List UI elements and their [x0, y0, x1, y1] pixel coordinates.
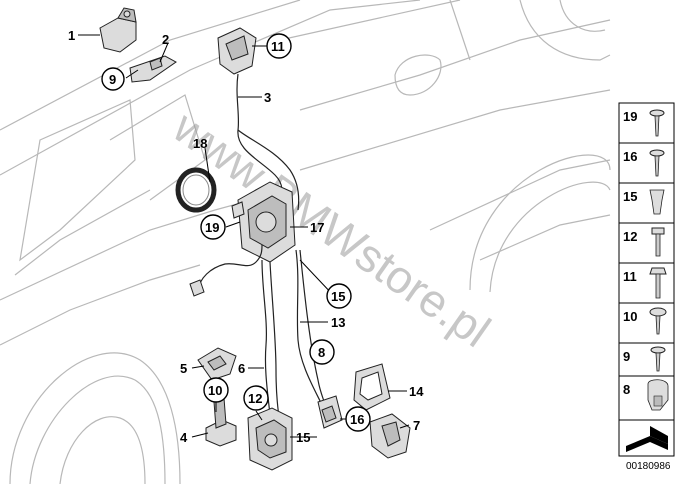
cable-8	[299, 249, 327, 409]
callout-4: 4	[180, 430, 188, 445]
callout-17: 17	[310, 220, 324, 235]
part-17-door-lock	[231, 181, 296, 263]
part-7-cover	[369, 413, 411, 459]
cable-13	[295, 249, 323, 406]
part-11-upper-module	[217, 27, 257, 75]
bolt-icon	[651, 227, 665, 257]
connector-plug	[189, 279, 205, 297]
callout-16-circle	[345, 406, 371, 432]
part-18-ring	[175, 167, 217, 213]
callout-10-circle	[203, 377, 229, 403]
hex-bolt-icon	[649, 267, 667, 299]
screw-icon	[649, 109, 665, 137]
callout-15b: 15	[296, 430, 310, 445]
callout-13: 13	[331, 315, 345, 330]
callout-9-circle	[101, 67, 125, 91]
callout-11-circle	[266, 33, 292, 59]
part-12-lower-lock	[247, 407, 293, 471]
panel-label-9: 9	[623, 349, 630, 364]
screw-icon	[649, 307, 667, 335]
part-5-cover	[197, 347, 237, 381]
part-1-bracket	[99, 7, 137, 53]
wiring-harness	[197, 244, 263, 291]
callout-12-circle	[243, 385, 269, 411]
callout-6: 6	[238, 361, 245, 376]
callout-10: 10	[208, 383, 222, 398]
callout-11: 11	[271, 39, 285, 54]
callout-2: 2	[162, 32, 169, 47]
callout-16: 16	[350, 412, 364, 427]
panel-label-15: 15	[623, 189, 637, 204]
part-4-striker	[205, 397, 237, 447]
callouts: 1 2 9 11 3 18 19 17 15 13 8 5 6 10 4 12 …	[68, 28, 424, 445]
callout-19: 19	[205, 220, 219, 235]
cable-6b	[269, 261, 281, 426]
clip-icon	[647, 379, 669, 411]
reference-code: 00180986	[626, 461, 671, 472]
callout-15a: 15	[331, 289, 345, 304]
screw-icon	[650, 346, 666, 372]
part-14-frame	[353, 363, 391, 411]
part-16-bracket	[317, 395, 343, 429]
callout-15a-circle	[326, 283, 352, 309]
bracket-symbol-icon	[626, 426, 668, 452]
cable-3-branch	[237, 129, 300, 211]
callout-19-circle	[200, 214, 226, 240]
panel-label-19: 19	[623, 109, 637, 124]
panel-label-8: 8	[623, 382, 630, 397]
callout-9: 9	[109, 72, 116, 87]
part-2-bracket	[129, 55, 177, 83]
callout-8-circle	[309, 339, 335, 365]
car-body-outline	[0, 0, 611, 484]
callout-8: 8	[318, 345, 325, 360]
panel-label-10: 10	[623, 309, 637, 324]
callout-1: 1	[68, 28, 75, 43]
panel-label-16: 16	[623, 149, 637, 164]
callout-14: 14	[409, 384, 424, 399]
fastener-panel: 19 16 15 12 11 10	[618, 102, 675, 457]
callout-18: 18	[193, 136, 207, 151]
clip-nut-icon	[649, 189, 665, 215]
callout-12: 12	[248, 391, 262, 406]
screw-icon	[649, 149, 665, 177]
callout-7: 7	[413, 418, 420, 433]
panel-label-11: 11	[623, 269, 637, 284]
panel-label-12: 12	[623, 229, 637, 244]
callout-3: 3	[264, 90, 271, 105]
callout-5: 5	[180, 361, 187, 376]
